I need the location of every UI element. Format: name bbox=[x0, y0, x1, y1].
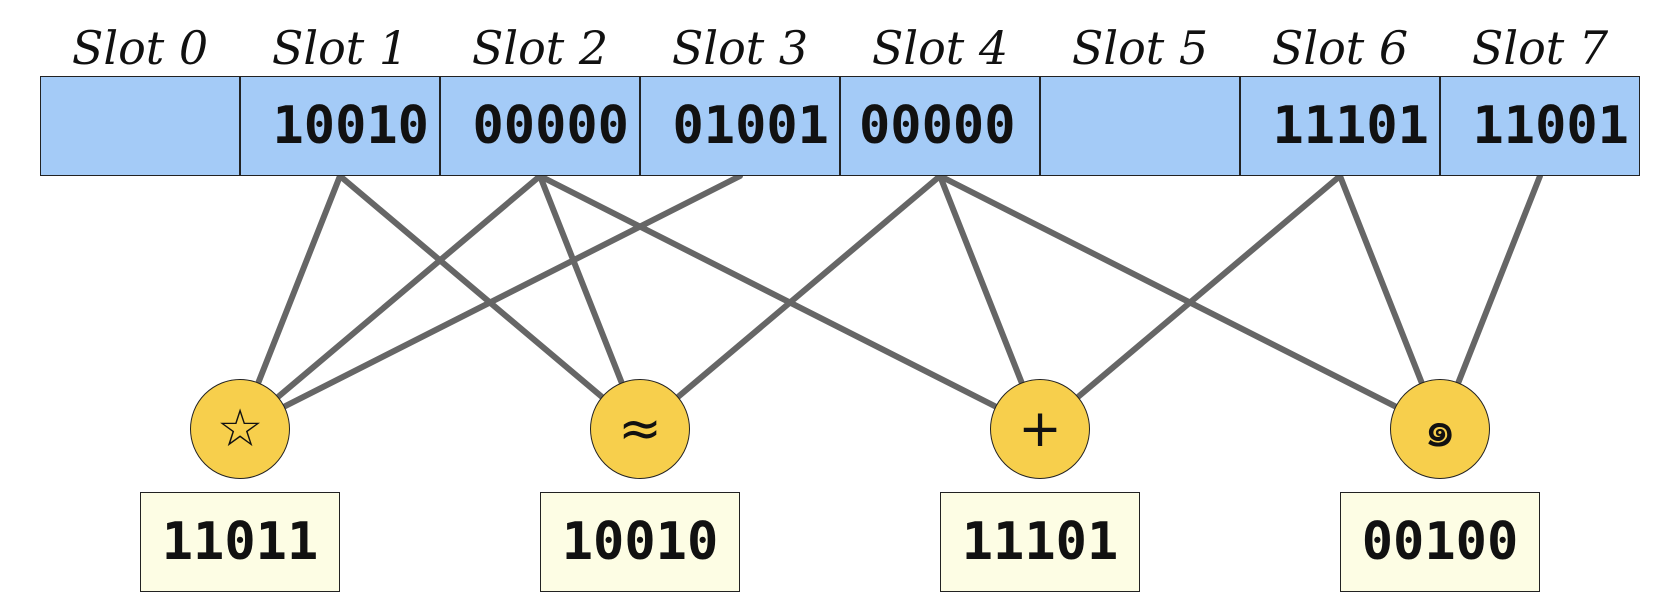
slot-label-7: Slot 7 bbox=[1471, 21, 1609, 75]
connection-slot-1-item-1 bbox=[337, 173, 610, 404]
slot-cell-6: 11101 bbox=[1240, 76, 1440, 176]
item-value-plus: 11101 bbox=[940, 492, 1140, 592]
connection-slot-2-item-0 bbox=[270, 173, 543, 404]
plus-icon: + bbox=[990, 379, 1090, 479]
connection-slot-3-item-0 bbox=[276, 173, 743, 413]
slot-cell-2: 00000 bbox=[440, 76, 640, 176]
slot-label-0: Slot 0 bbox=[71, 21, 209, 75]
slot-cell-7: 11001 bbox=[1440, 76, 1640, 176]
star-icon: ☆ bbox=[190, 379, 290, 479]
connection-slot-4-item-2 bbox=[937, 173, 1027, 392]
connection-slot-4-item-1 bbox=[670, 173, 943, 404]
slot-label-2: Slot 2 bbox=[471, 21, 609, 75]
slot-label-5: Slot 5 bbox=[1071, 21, 1209, 75]
slot-cell-0 bbox=[40, 76, 240, 176]
slot-cell-4: 00000 bbox=[840, 76, 1040, 176]
slot-cell-3: 01001 bbox=[640, 76, 840, 176]
item-value-star: 11011 bbox=[140, 492, 340, 592]
connection-slot-2-item-1 bbox=[537, 173, 627, 392]
slot-label-3: Slot 3 bbox=[671, 21, 809, 75]
connection-slot-6-item-2 bbox=[1070, 173, 1343, 404]
slot-label-1: Slot 1 bbox=[271, 21, 409, 75]
slot-cell-5 bbox=[1040, 76, 1240, 176]
approx-icon: ≈ bbox=[590, 379, 690, 479]
item-value-spiral: 00100 bbox=[1340, 492, 1540, 592]
connection-slot-6-item-3 bbox=[1337, 173, 1427, 392]
slot-label-6: Slot 6 bbox=[1271, 21, 1409, 75]
connection-slot-1-item-0 bbox=[253, 173, 343, 392]
item-value-approx: 10010 bbox=[540, 492, 740, 592]
connection-slot-7-item-3 bbox=[1453, 173, 1543, 392]
connection-slot-2-item-2 bbox=[537, 173, 1004, 413]
slot-cell-1: 10010 bbox=[240, 76, 440, 176]
connection-slot-4-item-3 bbox=[937, 173, 1404, 413]
slot-label-4: Slot 4 bbox=[871, 21, 1009, 75]
spiral-icon: ๑ bbox=[1390, 379, 1490, 479]
